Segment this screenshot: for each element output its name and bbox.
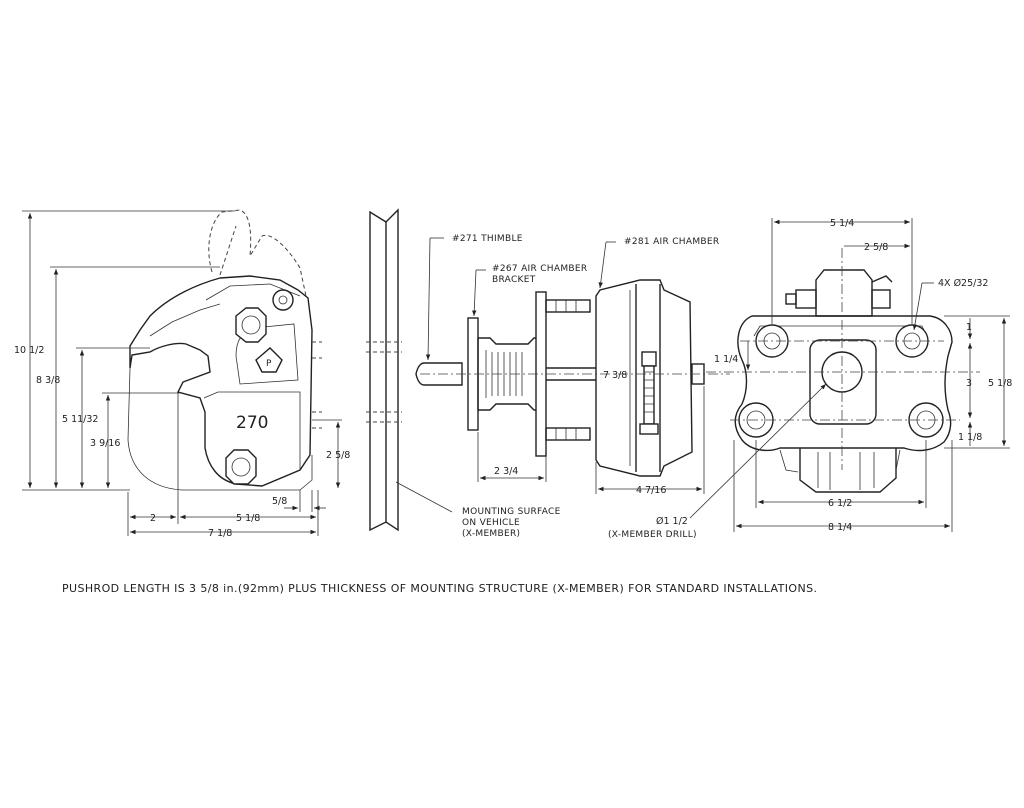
dim-height-3-9-16: 3 9/16 xyxy=(90,438,120,449)
dim-height-5-11-32: 5 11/32 xyxy=(62,414,98,425)
dim-width-5-8: 5/8 xyxy=(272,496,287,507)
dim-width-2-3-4: 2 3/4 xyxy=(494,466,518,477)
pushrod-thimble xyxy=(415,362,463,386)
dim-depth-7-3-8: 7 3/8 xyxy=(603,370,627,381)
left-view-dimensions: 10 1/2 8 3/8 5 11/32 3 9/16 2 5/8 5/8 2 … xyxy=(14,210,350,539)
upper-hex-bolt xyxy=(235,307,267,343)
hook-body-outline xyxy=(129,275,313,487)
dim-width-2-5-8: 2 5/8 xyxy=(864,242,888,253)
svg-text:ON VEHICLE: ON VEHICLE xyxy=(462,518,520,528)
premier-logo-icon xyxy=(255,347,283,373)
air-chamber-assembly-view: 7 3/8 xyxy=(415,279,730,477)
front-view-dimensions: 5 1/4 2 5/8 4X Ø25/32 5 1/8 3 1 1 1/8 1 … xyxy=(608,218,1012,540)
drill-callout: Ø1 1/2 xyxy=(656,516,688,527)
dim-height-1-1-4: 1 1/4 xyxy=(714,354,738,365)
svg-text:P: P xyxy=(266,359,272,369)
pushrod-note: PUSHROD LENGTH IS 3 5/8 in.(92mm) PLUS T… xyxy=(62,582,818,595)
pintle-hook-side-view: P 270 xyxy=(127,209,322,491)
latch-pin xyxy=(272,289,294,311)
bracket-callout: #267 AIR CHAMBER xyxy=(492,264,587,274)
lower-hex-bolt xyxy=(225,449,257,485)
dim-height-1: 1 xyxy=(966,322,972,333)
front-view xyxy=(706,248,980,493)
mounting-plate-outline xyxy=(734,315,953,452)
model-number: 270 xyxy=(236,413,268,433)
dim-width-2: 2 xyxy=(150,513,156,524)
svg-text:(X-MEMBER DRILL): (X-MEMBER DRILL) xyxy=(608,530,697,540)
dim-width-6-1-2: 6 1/2 xyxy=(828,498,852,509)
latch-open-position xyxy=(208,209,307,297)
thimble-callout: #271 THIMBLE xyxy=(452,234,523,244)
dim-height-5-1-8: 5 1/8 xyxy=(988,378,1012,389)
middle-view-callouts: #271 THIMBLE #267 AIR CHAMBER BRACKET #2… xyxy=(425,234,719,496)
dim-height-8-3-8: 8 3/8 xyxy=(36,375,60,386)
air-chamber-callout: #281 AIR CHAMBER xyxy=(624,237,719,247)
dim-width-7-1-8: 7 1/8 xyxy=(208,528,232,539)
holes-callout: 4X Ø25/32 xyxy=(938,278,988,289)
dim-height-1-1-8: 1 1/8 xyxy=(958,432,982,443)
dim-height-3: 3 xyxy=(966,378,972,389)
dim-width-5-1-4: 5 1/4 xyxy=(830,218,854,229)
svg-text:BRACKET: BRACKET xyxy=(492,275,536,285)
svg-text:(X-MEMBER): (X-MEMBER) xyxy=(462,529,520,539)
dim-overall-height: 10 1/2 xyxy=(14,345,44,356)
mounting-surface-label: MOUNTING SURFACE xyxy=(462,507,561,517)
dim-width-4-7-16: 4 7/16 xyxy=(636,485,666,496)
dim-width-5-1-8: 5 1/8 xyxy=(236,513,260,524)
dim-width-8-1-4: 8 1/4 xyxy=(828,522,852,533)
dim-height-2-5-8: 2 5/8 xyxy=(326,450,350,461)
mounting-surface-x-member: MOUNTING SURFACE ON VEHICLE (X-MEMBER) xyxy=(366,208,561,539)
air-chamber-body xyxy=(595,279,693,477)
